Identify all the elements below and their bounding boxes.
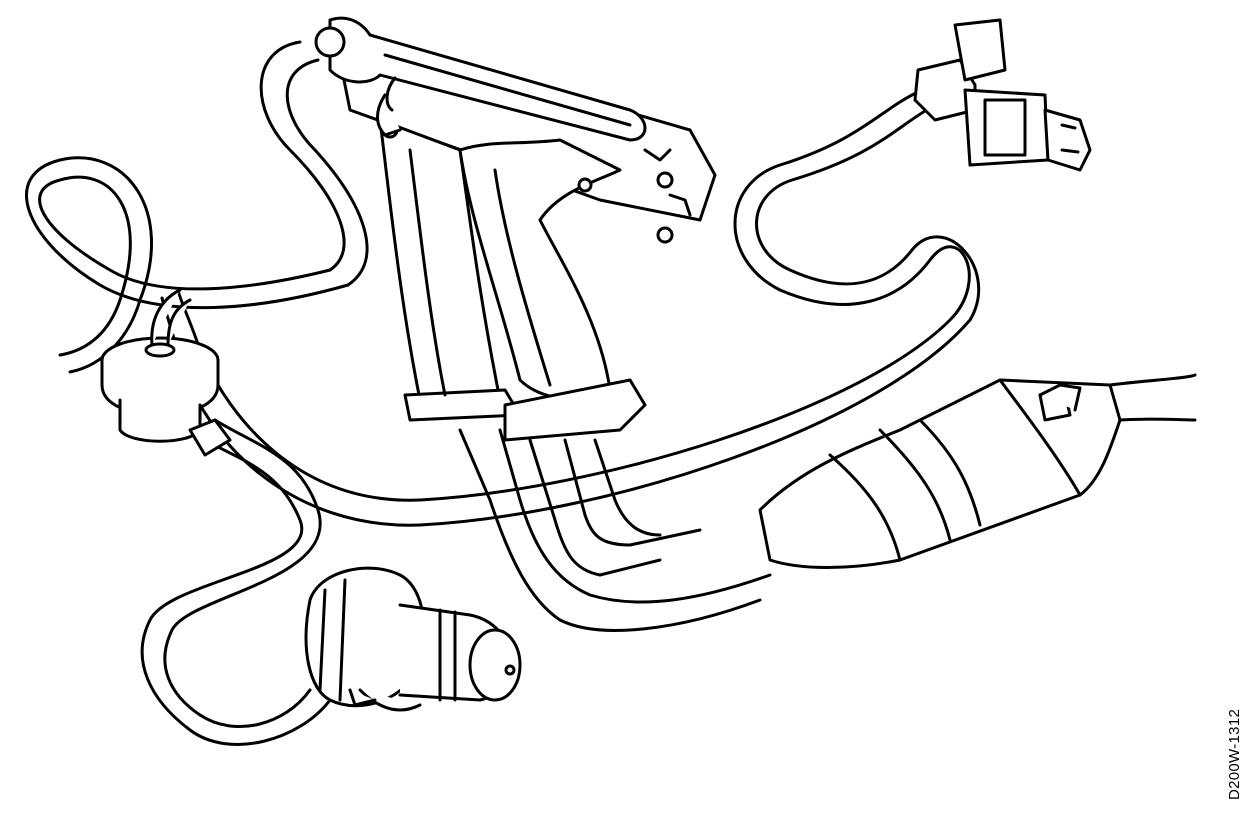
check-valve [100, 288, 232, 457]
catalytic-converter [758, 373, 1197, 569]
vacuum-hoses [25, 40, 981, 746]
secondary-air-pump [304, 566, 522, 712]
exhaust-downpipes [458, 428, 772, 632]
figure-reference-code: D200W-1312 [1226, 708, 1243, 800]
solenoid-valve [913, 18, 1092, 172]
air-injection-pipe [314, 16, 647, 142]
